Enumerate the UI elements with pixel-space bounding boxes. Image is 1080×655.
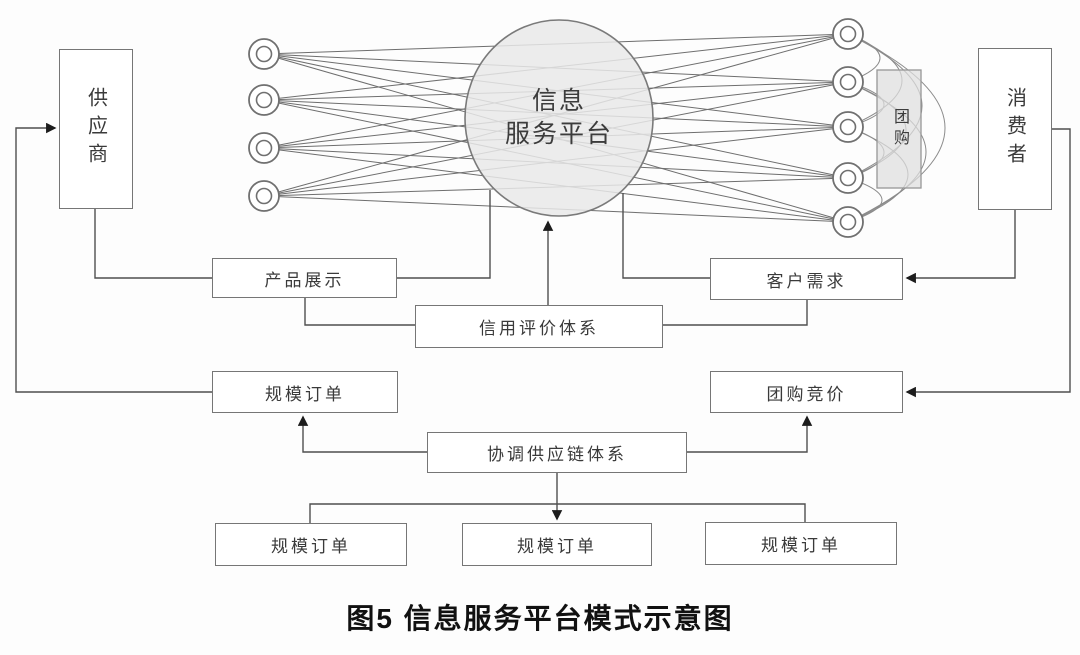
supplier-node-circle <box>255 91 273 109</box>
connector-scaleorder-to-supplier <box>15 122 212 393</box>
scale-order-bottom-box-3: 规模订单 <box>705 522 897 565</box>
supply-chain-box: 协调供应链体系 <box>427 432 687 473</box>
connector-platform-to-customerdemand <box>622 193 710 279</box>
connector-customerdemand-to-credit <box>663 300 808 326</box>
connector-consumer-to-customerdemand <box>905 210 1016 284</box>
connector-consumer-to-groupbuybidding <box>905 128 1071 398</box>
consumer-node-circle <box>839 118 857 136</box>
group-buy-box <box>876 69 922 189</box>
supplier-box: 供应商 <box>59 49 133 209</box>
supplier-node-circle <box>255 45 273 63</box>
connector-supplychain-to-groupbuybidding <box>687 415 813 453</box>
connector-bottom-branch <box>309 503 806 523</box>
connector-supplychain-to-scaleorder <box>297 415 427 453</box>
consumer-node-circle <box>839 73 857 91</box>
network-node-circles <box>248 18 864 238</box>
scale-order-bottom-box-1: 规模订单 <box>215 523 407 566</box>
group-buy-bidding-box: 团购竞价 <box>710 371 903 413</box>
product-display-box: 产品展示 <box>212 258 397 298</box>
customer-demand-box: 客户需求 <box>710 258 903 300</box>
connector-supplier-to-productdisplay <box>94 209 212 279</box>
scale-order-bottom-box-2: 规模订单 <box>462 523 652 566</box>
connector-productdisplay-to-credit <box>304 298 415 326</box>
consumer-node-circle <box>839 213 857 231</box>
consumer-node-circle <box>839 169 857 187</box>
connector-productdisplay-to-platform <box>397 190 491 279</box>
flow-connectors <box>15 122 1071 523</box>
platform-ellipse <box>464 19 654 217</box>
consumer-box: 消费者 <box>978 48 1052 210</box>
group-buy-arc <box>847 33 946 223</box>
consumer-node-circle <box>839 25 857 43</box>
supplier-node-circle <box>255 139 273 157</box>
supplier-node-circle <box>255 187 273 205</box>
scale-order-left-box: 规模订单 <box>212 371 398 413</box>
credit-evaluation-box: 信用评价体系 <box>415 305 663 348</box>
figure-caption: 图5 信息服务平台模式示意图 <box>346 603 734 634</box>
